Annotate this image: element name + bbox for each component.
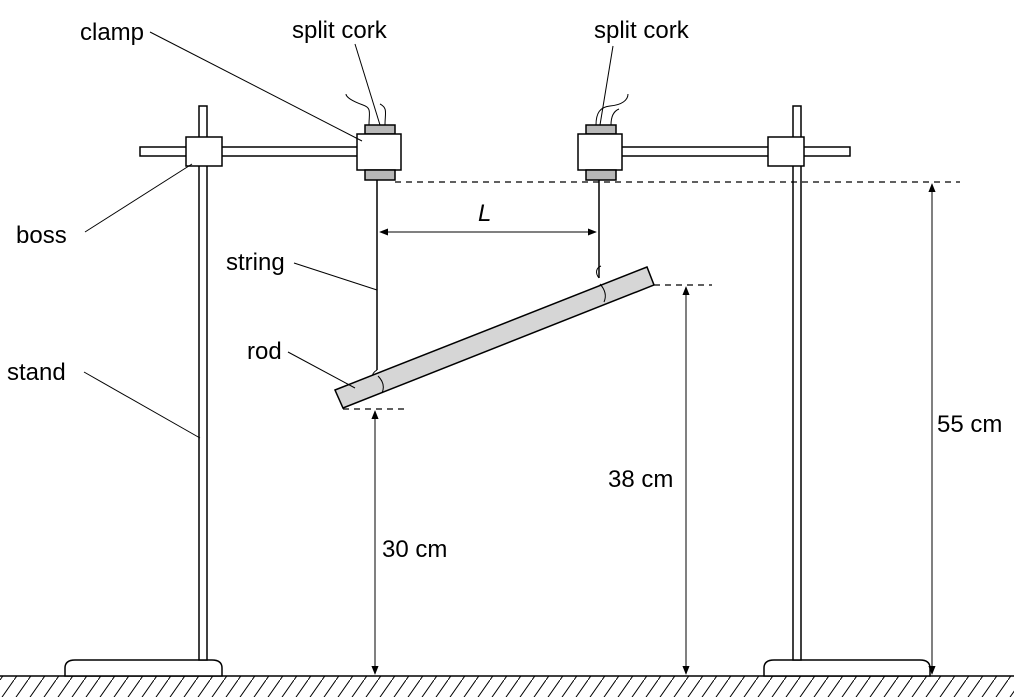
boss-label: boss bbox=[16, 222, 67, 249]
left-boss bbox=[185, 136, 223, 167]
reference-lines bbox=[343, 181, 960, 410]
split-cork-right-label: split cork bbox=[594, 17, 690, 44]
right-clamp-assembly bbox=[577, 93, 629, 181]
left-clamp bbox=[356, 133, 402, 171]
right-clamp bbox=[577, 133, 623, 171]
left-clamp-assembly bbox=[345, 93, 402, 181]
h30-label: 30 cm bbox=[382, 536, 447, 563]
ground bbox=[0, 675, 1014, 697]
right-boss bbox=[767, 136, 805, 167]
leader-lines bbox=[83, 31, 614, 439]
rod bbox=[333, 266, 655, 409]
right-stand bbox=[615, 105, 931, 677]
dimension-arrows bbox=[371, 183, 936, 675]
stand-label: stand bbox=[7, 359, 66, 386]
L-label: L bbox=[478, 200, 491, 227]
string-label: string bbox=[226, 249, 285, 276]
h38-label: 38 cm bbox=[608, 466, 673, 493]
left-stand bbox=[64, 105, 361, 677]
split-cork-left-label: split cork bbox=[292, 17, 388, 44]
rod-label: rod bbox=[247, 338, 282, 365]
h55-label: 55 cm bbox=[937, 411, 1002, 438]
clamp-label: clamp bbox=[80, 19, 144, 46]
